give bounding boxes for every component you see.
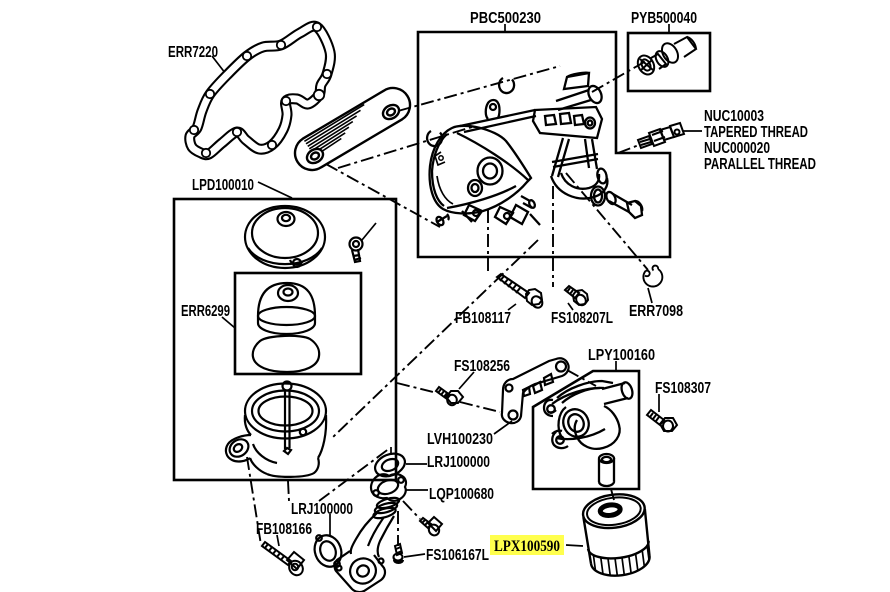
svg-text:PBC500230: PBC500230	[470, 10, 541, 27]
svg-text:FB108166: FB108166	[256, 521, 312, 538]
svg-text:FB108117: FB108117	[455, 310, 511, 327]
svg-text:NUC000020: NUC000020	[704, 140, 770, 157]
svg-text:LRJ100000: LRJ100000	[291, 501, 353, 518]
svg-text:FS108307: FS108307	[655, 380, 711, 397]
svg-text:FS108207L: FS108207L	[551, 310, 613, 327]
svg-text:FS108256: FS108256	[454, 358, 510, 375]
svg-text:PYB500040: PYB500040	[631, 10, 697, 27]
svg-text:NUC10003: NUC10003	[704, 108, 764, 125]
svg-text:LPY100160: LPY100160	[588, 347, 655, 364]
svg-text:TAPERED THREAD: TAPERED THREAD	[704, 124, 808, 141]
svg-text:LPD100010: LPD100010	[192, 177, 254, 194]
svg-text:LRJ100000: LRJ100000	[427, 454, 490, 471]
svg-text:FS106167L: FS106167L	[426, 547, 489, 564]
svg-text:LVH100230: LVH100230	[427, 431, 493, 448]
svg-text:ERR7098: ERR7098	[629, 303, 683, 320]
svg-text:ERR6299: ERR6299	[181, 303, 230, 320]
svg-text:ERR7220: ERR7220	[168, 44, 218, 61]
svg-text:LPX100590: LPX100590	[494, 538, 560, 555]
svg-text:LQP100680: LQP100680	[429, 486, 494, 503]
svg-text:PARALLEL THREAD: PARALLEL THREAD	[704, 156, 816, 173]
